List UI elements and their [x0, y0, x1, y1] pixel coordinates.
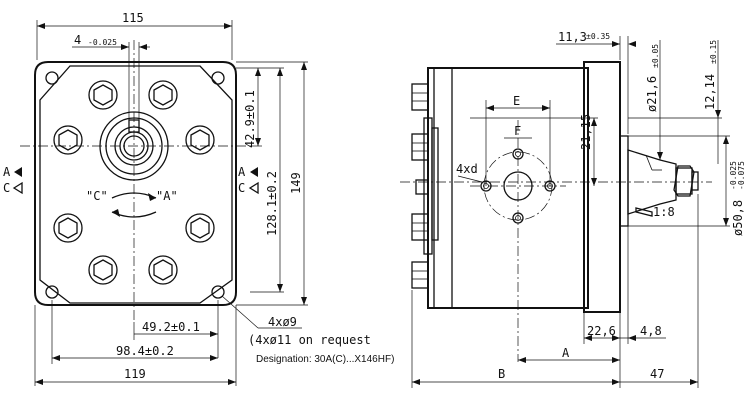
hole-note: 4xø9	[268, 315, 297, 329]
callout-4xd: 4xd	[456, 162, 483, 183]
dim-47-text: 47	[650, 367, 664, 381]
dim-21-6-base: ø21,6	[645, 76, 659, 112]
dim-119-text: 119	[124, 367, 146, 381]
dim-98-4-text: 98.4±0.2	[116, 344, 174, 358]
dim-11-3-base: 11,3	[558, 30, 587, 44]
dim-128-1-text: 128.1±0.2	[265, 171, 279, 236]
dim-keyway: 4 -0.025	[72, 33, 150, 120]
dim-4-8-text: 4,8	[640, 324, 662, 338]
label-a: A	[562, 346, 570, 360]
dim-11-3-tol: ±0.35	[586, 32, 610, 41]
dim-12-14-base: 12,14	[703, 74, 717, 110]
label-e: E	[513, 94, 520, 108]
taper-text: 1:8	[653, 205, 675, 219]
bolt-heads	[53, 80, 215, 285]
side-view: E F 4xd 21,15 11,3 ±0.35	[400, 30, 746, 388]
dim-12-14-tol: ±0.15	[709, 40, 718, 64]
port-a-left: A	[3, 165, 11, 179]
flange-outline	[34, 61, 237, 306]
rotation-a-label: "A"	[156, 189, 178, 203]
mounting-flange	[583, 61, 621, 313]
label-f: F	[514, 124, 521, 138]
hole-option: (4xø11 on request	[248, 333, 371, 347]
pilot	[619, 135, 629, 227]
designation: Designation: 30A(C)...X146HF)	[256, 354, 394, 365]
rotation-arrows: "C" "A"	[86, 189, 178, 218]
dim-42-9: 42.9±0.1	[236, 67, 262, 148]
label-4xd: 4xd	[456, 162, 478, 176]
dim-b: B	[411, 290, 621, 388]
dim-22-6: 22,6	[583, 226, 629, 344]
hole-callout: 4xø9 (4xø11 on request Designation: 30A(…	[221, 295, 394, 365]
dim-4-8: 4,8	[620, 324, 666, 341]
port-a-right: A	[238, 165, 246, 179]
port-c-right: C	[238, 181, 245, 195]
dim-21-15-text: 21,15	[579, 114, 593, 150]
dim-149-text: 149	[289, 172, 303, 194]
body-outline	[39, 65, 233, 304]
dim-a: A	[518, 346, 620, 363]
dim-49-2-text: 49.2±0.1	[142, 320, 200, 334]
dim-f: F	[504, 124, 532, 139]
taper-note: 1:8	[635, 205, 675, 219]
dim-49-2: 49.2±0.1	[133, 300, 219, 358]
dim-21-15: 21,15	[470, 114, 598, 186]
dim-50-8-tol-top: -0.025	[729, 161, 738, 190]
dim-22-6-text: 22,6	[587, 324, 616, 338]
dim-128-1: 128.1±0.2	[250, 67, 284, 293]
port-markers-right: A C	[238, 165, 259, 195]
dim-keyway-tol: -0.025	[88, 38, 117, 47]
front-view: "C" "A" A C A C 115	[3, 11, 394, 386]
dim-115-text: 115	[122, 11, 144, 25]
dim-115: 115	[36, 11, 233, 60]
side-bolt-heads	[411, 83, 429, 289]
dim-47: 47	[620, 194, 699, 388]
label-b: B	[498, 367, 505, 381]
rotation-c-label: "C"	[86, 189, 108, 203]
dim-98-4: 98.4±0.2	[51, 300, 218, 364]
dim-11-3: 11,3 ±0.35	[556, 30, 636, 134]
dim-e: E	[485, 94, 551, 186]
dim-keyway-base: 4	[74, 33, 81, 47]
dim-50-8-tol-bot: -0.075	[737, 161, 746, 190]
dim-21-6: ø21,6 ±0.05	[645, 40, 663, 160]
dim-12-14: 12,14 ±0.15	[628, 40, 722, 164]
dim-42-9-text: 42.9±0.1	[243, 90, 257, 148]
port-markers-left: A C	[3, 165, 23, 195]
port-face	[470, 120, 566, 362]
dim-149: 149	[236, 61, 308, 306]
dim-50-8: ø50,8 -0.025 -0.075	[628, 135, 746, 236]
dim-50-8-base: ø50,8	[731, 200, 745, 236]
dim-119: 119	[34, 305, 237, 386]
port-c-left: C	[3, 181, 10, 195]
dim-21-6-tol: ±0.05	[651, 44, 660, 68]
corner-holes	[45, 71, 225, 299]
